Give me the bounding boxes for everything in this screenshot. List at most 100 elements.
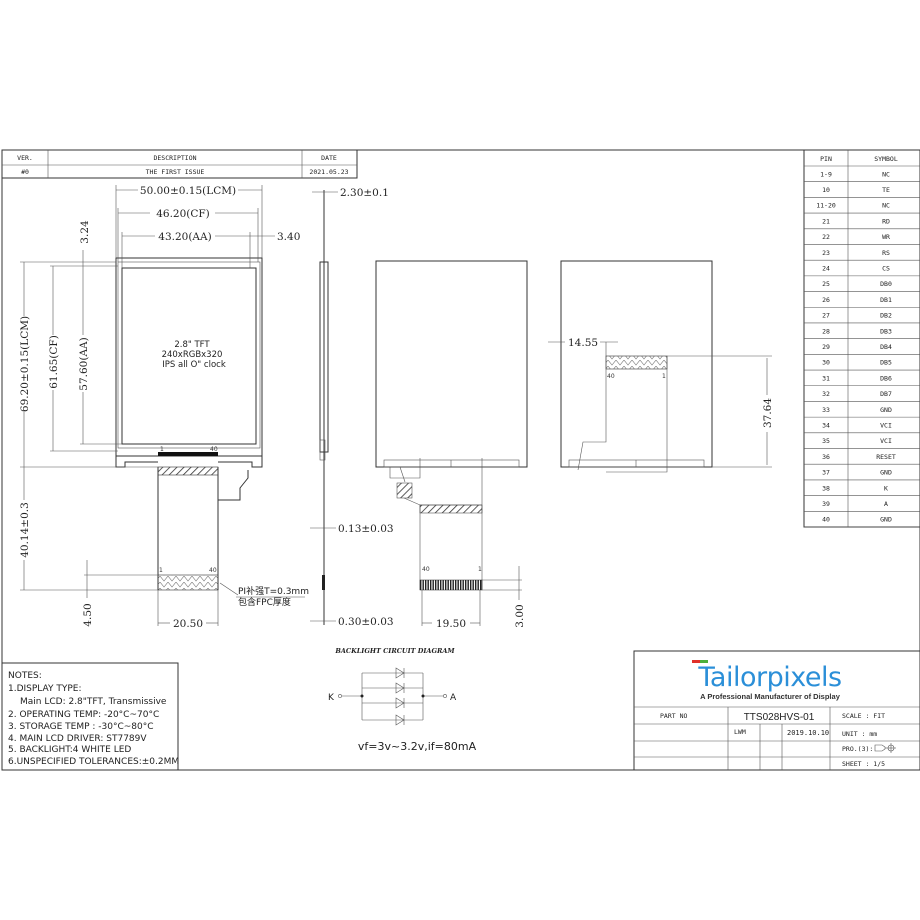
rev-description: THE FIRST ISSUE <box>146 168 205 176</box>
dim-back-fpc-width: 19.50 <box>436 618 466 630</box>
rev-header-description: DESCRIPTION <box>153 154 196 162</box>
unit-label: UNIT : mm <box>842 730 877 738</box>
dim-aa-height: 57.60(AA) <box>78 337 90 390</box>
notes-box: NOTES: 1.DISPLAY TYPE: Main LCD: 2.8"TFT… <box>1 662 179 771</box>
dim-stiffener-length: 4.50 <box>82 603 94 626</box>
rev-header-ver: VER. <box>17 154 33 162</box>
note-1-detail: Main LCD: 2.8"TFT, Transmissive <box>20 697 167 707</box>
dim-right-offset: 3.40 <box>277 231 300 243</box>
rev-ver: #0 <box>21 168 29 176</box>
pin-symbol: A <box>884 500 888 508</box>
note-5: 5. BACKLIGHT:4 WHITE LED <box>8 745 131 755</box>
dim-fpc-length: 40.14±0.3 <box>19 502 31 558</box>
dim-top-offset: 3.24 <box>79 220 91 244</box>
pin-symbol: NC <box>882 202 890 210</box>
pin-number: 23 <box>822 249 830 257</box>
stiffener-pin-1-label: 1 <box>159 567 163 574</box>
pin-table-row: 11-20 NC <box>804 202 920 214</box>
pin-number: 30 <box>822 359 830 367</box>
pin-table-row: 23 RS <box>804 249 920 261</box>
lcd-size-text: 2.8" TFT <box>174 340 210 350</box>
pin-number: 11-20 <box>816 202 836 210</box>
pin-header: PIN <box>820 155 832 163</box>
drawing-date: 2019.10.10 <box>787 729 829 737</box>
pin-symbol: DB7 <box>880 390 892 398</box>
pin-number: 36 <box>822 453 830 461</box>
pin-number: 26 <box>822 296 830 304</box>
pin-symbol: GND <box>880 469 892 477</box>
pin-symbol: DB2 <box>880 312 892 320</box>
pin-number: 34 <box>822 421 830 429</box>
pin-number: 32 <box>822 390 830 398</box>
pin-symbol: DB3 <box>880 327 892 335</box>
back-view: 40 1 3.00 19.50 <box>375 260 528 630</box>
pin-number: 39 <box>822 500 830 508</box>
notes-title: NOTES: <box>8 671 42 681</box>
pin-symbol: WR <box>882 233 890 241</box>
drawn-by: LWM <box>734 728 746 736</box>
pin-number: 35 <box>822 437 830 445</box>
pin-number: 10 <box>822 186 830 194</box>
fpc-pin-1-label: 1 <box>160 446 164 453</box>
fpc-pin-40-label: 40 <box>210 446 218 453</box>
back-pin-40-label: 40 <box>422 566 430 573</box>
pin-number: 25 <box>822 280 830 288</box>
dim-fpc-thickness: 0.13±0.03 <box>338 523 394 535</box>
stiffener-note-line2: 包含FPC厚度 <box>238 596 291 608</box>
pin-symbol: DB6 <box>880 374 892 382</box>
pin-table-row: 22 WR <box>804 233 920 245</box>
scale-label: SCALE : FIT <box>842 712 885 720</box>
anode-label: A <box>450 693 457 703</box>
pin-number: 33 <box>822 406 830 414</box>
revision-table: VER. DESCRIPTION DATE #0 THE FIRST ISSUE… <box>1 149 358 179</box>
note-6: 6.UNSPECIFIED TOLERANCES:±0.2MM <box>8 757 179 767</box>
pin-symbol: RS <box>882 249 890 257</box>
pin-number: 31 <box>822 374 830 382</box>
dim-fpc-offset: 14.55 <box>568 337 598 349</box>
pin-symbol: K <box>884 484 888 492</box>
sheet-border <box>1 149 920 771</box>
dim-fpc-width: 20.50 <box>173 618 203 630</box>
part-number: TTS028HVS-01 <box>744 712 815 723</box>
pin-number: 28 <box>822 327 830 335</box>
backlight-title: BACKLIGHT CIRCUIT DIAGRAM <box>334 647 455 655</box>
pin-table-row: 24 CS <box>804 265 920 277</box>
backlight-circuit: BACKLIGHT CIRCUIT DIAGRAM K A vf=3v~3.2v… <box>328 647 477 753</box>
note-1: 1.DISPLAY TYPE: <box>8 684 82 694</box>
dim-cf-height: 61.65(CF) <box>48 335 60 389</box>
pin-number: 1-9 <box>820 170 832 178</box>
lcd-resolution-text: 240xRGBx320 <box>162 350 223 360</box>
pin-number: 24 <box>822 265 830 273</box>
fpc-stiffener-back <box>605 355 668 370</box>
backlight-spec: vf=3v~3.2v,if=80mA <box>358 740 477 753</box>
sheet-label: SHEET : 1/5 <box>842 760 885 768</box>
third-angle-projection-icon <box>874 743 896 753</box>
gold-fingers <box>419 579 483 591</box>
side-view: 2.30±0.1 0.13±0.03 0.30±0.03 <box>310 187 394 628</box>
pin-number: 27 <box>822 312 830 320</box>
pin-table-row: 32 DB7 <box>804 390 920 402</box>
pin-symbol: CS <box>882 265 890 273</box>
pin-table-row: 10 TE <box>804 186 920 198</box>
dim-lcm-height: 69.20±0.15(LCM) <box>19 316 31 412</box>
stiffener-note-line1: PI补强T=0.3mm <box>238 585 309 597</box>
led-icons <box>395 667 405 726</box>
dim-stiffener-thickness: 0.30±0.03 <box>338 616 394 628</box>
back-pin-1-label: 1 <box>478 566 482 573</box>
pin-symbol: TE <box>882 186 890 194</box>
pin-number: 22 <box>822 233 830 241</box>
dim-side-thickness: 2.30±0.1 <box>340 187 389 199</box>
back2-pin-40-label: 40 <box>607 373 615 380</box>
dim-cf-width: 46.20(CF) <box>156 208 210 220</box>
pin-symbol: DB5 <box>880 359 892 367</box>
pin-number: 21 <box>822 217 830 225</box>
rev-header-date: DATE <box>321 154 337 162</box>
rev-date: 2021.05.23 <box>309 168 348 176</box>
